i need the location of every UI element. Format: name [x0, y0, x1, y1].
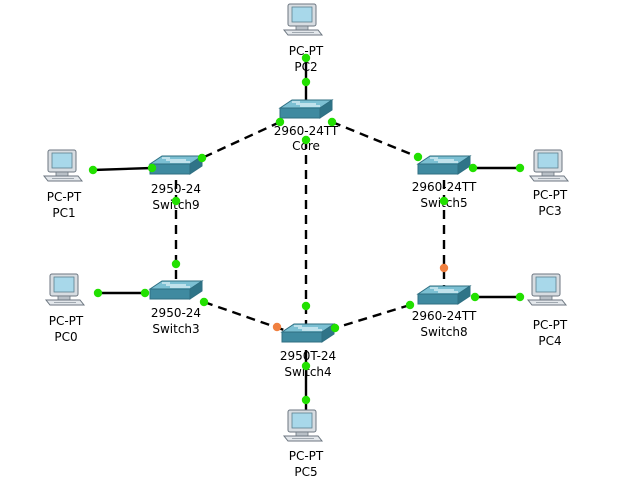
port-status-up-icon — [470, 292, 480, 302]
device-model-label: 2960-24TT — [274, 124, 339, 138]
port-status-up-icon — [275, 117, 285, 127]
device-name-label: Core — [292, 139, 320, 153]
device-name-label: PC4 — [538, 334, 561, 348]
port-status-up-icon — [171, 259, 181, 269]
device-model-label: PC-PT — [533, 318, 568, 332]
port-status-up-icon — [197, 153, 207, 163]
port-status-up-icon — [171, 196, 181, 206]
device-name-label: Switch4 — [284, 365, 331, 379]
switch-icon — [281, 323, 335, 343]
link-switch8-switch4[interactable] — [334, 303, 411, 330]
port-status-up-icon — [468, 163, 478, 173]
pc-icon — [283, 3, 323, 36]
link-core-switch5[interactable] — [331, 120, 419, 159]
port-status-up-icon — [301, 301, 311, 311]
port-status-up-icon — [413, 152, 423, 162]
device-model-label: PC-PT — [47, 190, 82, 204]
port-status-up-icon — [515, 292, 525, 302]
port-status-up-icon — [88, 165, 98, 175]
device-switch8[interactable] — [417, 285, 471, 305]
device-switch5[interactable] — [417, 155, 471, 175]
port-status-up-icon — [301, 135, 311, 145]
device-model-label: 2960-24TT — [412, 309, 477, 323]
device-model-label: PC-PT — [289, 449, 324, 463]
device-core[interactable] — [279, 99, 333, 119]
port-status-up-icon — [140, 288, 150, 298]
device-pc5[interactable] — [283, 409, 323, 442]
device-switch9[interactable] — [149, 155, 203, 175]
device-name-label: PC5 — [294, 465, 317, 479]
device-model-label: 2960-24TT — [412, 180, 477, 194]
link-core-switch9[interactable] — [201, 120, 281, 160]
port-status-up-icon — [439, 196, 449, 206]
device-pc2[interactable] — [283, 3, 323, 36]
port-status-up-icon — [327, 117, 337, 127]
device-model-label: PC-PT — [49, 314, 84, 328]
pc-icon — [43, 149, 83, 182]
port-status-up-icon — [301, 53, 311, 63]
device-name-label: PC0 — [54, 330, 77, 344]
device-model-label: PC-PT — [533, 188, 568, 202]
switch-icon — [149, 155, 203, 175]
device-name-label: Switch3 — [152, 322, 199, 336]
device-name-label: Switch8 — [420, 325, 467, 339]
switch-icon — [279, 99, 333, 119]
port-status-blocked-icon — [272, 322, 282, 332]
device-pc1[interactable] — [43, 149, 83, 182]
device-switch3[interactable] — [149, 280, 203, 300]
device-model-label: 2950-24 — [151, 306, 201, 320]
device-name-label: PC3 — [538, 204, 561, 218]
port-status-up-icon — [147, 163, 157, 173]
device-model-label: PC-PT — [289, 44, 324, 58]
switch-icon — [417, 285, 471, 305]
pc-icon — [45, 273, 85, 306]
port-status-up-icon — [301, 361, 311, 371]
port-status-up-icon — [405, 300, 415, 310]
link-switch3-switch4[interactable] — [203, 300, 285, 332]
port-status-up-icon — [93, 288, 103, 298]
port-status-up-icon — [515, 163, 525, 173]
device-switch4[interactable] — [281, 323, 335, 343]
device-model-label: 2950T-24 — [280, 349, 336, 363]
port-status-up-icon — [301, 77, 311, 87]
device-pc3[interactable] — [529, 149, 569, 182]
pc-icon — [527, 273, 567, 306]
link-pc1-switch9[interactable] — [92, 166, 153, 172]
device-model-label: 2950-24 — [151, 182, 201, 196]
pc-icon — [529, 149, 569, 182]
device-name-label: PC2 — [294, 60, 317, 74]
port-status-blocked-icon — [439, 263, 449, 273]
port-status-up-icon — [199, 297, 209, 307]
device-name-label: PC1 — [52, 206, 75, 220]
port-status-up-icon — [330, 323, 340, 333]
switch-icon — [149, 280, 203, 300]
device-pc0[interactable] — [45, 273, 85, 306]
device-pc4[interactable] — [527, 273, 567, 306]
switch-icon — [417, 155, 471, 175]
pc-icon — [283, 409, 323, 442]
port-status-up-icon — [301, 395, 311, 405]
